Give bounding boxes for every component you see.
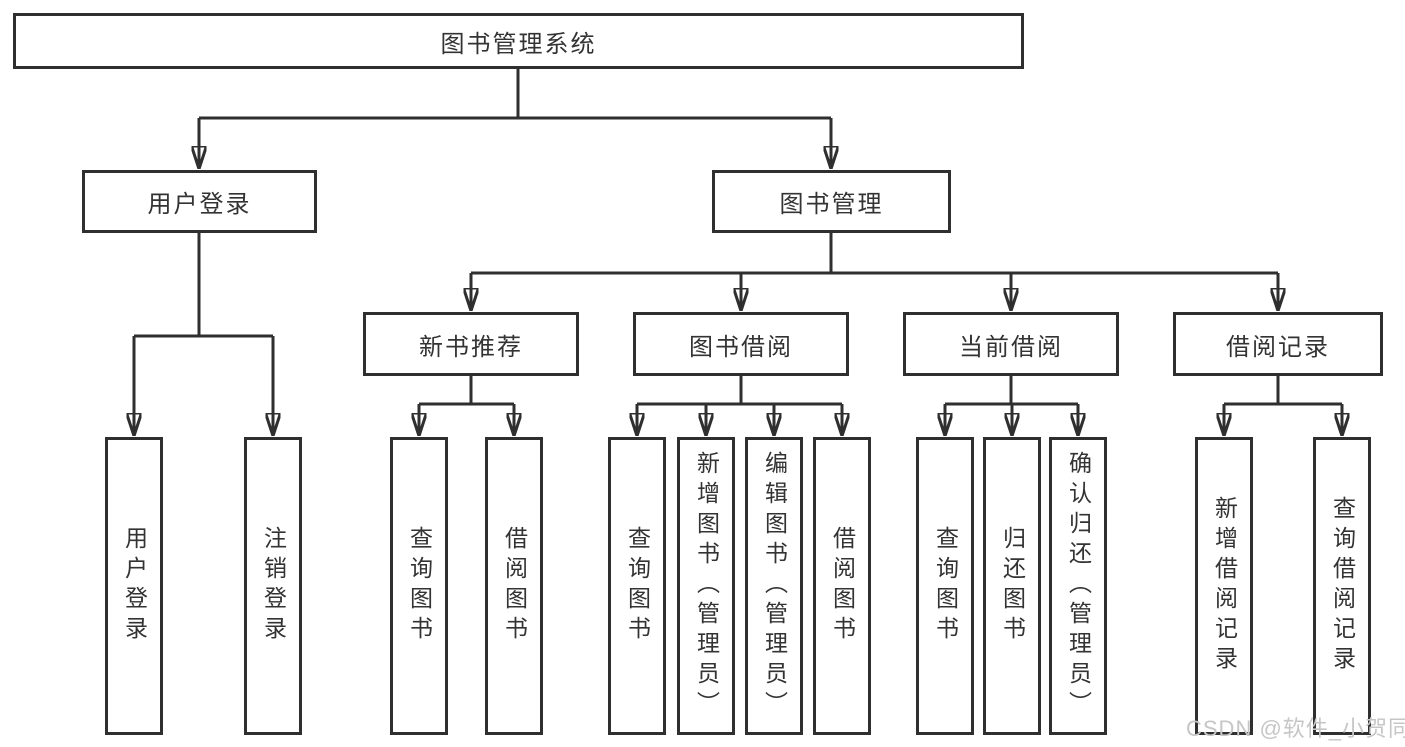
connector-root bbox=[199, 69, 831, 168]
leaf-add-borrow-record: 新增借阅记录 bbox=[1195, 437, 1253, 735]
csdn-watermark: CSDN @软件_小贺同学 bbox=[1186, 716, 1405, 741]
leaf-query-books-recommend: 查询图书 bbox=[390, 437, 448, 735]
leaf-add-books-admin-label: 新增图书（管理员） bbox=[693, 451, 720, 721]
leaf-query-borrow-record-label: 查询借阅记录 bbox=[1329, 496, 1356, 676]
leaf-query-books-borrow: 查询图书 bbox=[608, 437, 666, 735]
connector-current-borrow bbox=[945, 376, 1078, 435]
leaf-confirm-return-admin-label: 确认归还（管理员） bbox=[1065, 451, 1092, 721]
leaf-return-books: 归还图书 bbox=[983, 437, 1041, 735]
leaf-return-books-label: 归还图书 bbox=[999, 526, 1026, 646]
connector-book-borrow bbox=[637, 376, 842, 435]
leaf-user-login: 用户登录 bbox=[105, 437, 163, 735]
connector-book-management bbox=[471, 233, 1278, 310]
leaf-query-books-borrow-label: 查询图书 bbox=[624, 526, 651, 646]
node-user-login-label: 用户登录 bbox=[147, 191, 252, 218]
leaf-borrow-books-label: 借阅图书 bbox=[829, 526, 856, 646]
node-new-book-recommend: 新书推荐 bbox=[363, 312, 579, 376]
leaf-query-books-current: 查询图书 bbox=[916, 437, 974, 735]
node-new-book-recommend-label: 新书推荐 bbox=[419, 333, 523, 361]
leaf-confirm-return-admin: 确认归还（管理员） bbox=[1049, 437, 1107, 735]
leaf-add-borrow-record-label: 新增借阅记录 bbox=[1211, 496, 1238, 676]
leaf-logout: 注销登录 bbox=[244, 437, 302, 735]
node-root-label: 图书管理系统 bbox=[440, 30, 597, 58]
connector-new-book-recommend bbox=[419, 376, 514, 435]
connector-borrow-record bbox=[1224, 376, 1342, 435]
node-book-management-label: 图书管理 bbox=[779, 191, 884, 218]
node-root-system: 图书管理系统 bbox=[13, 13, 1024, 69]
node-borrow-record-label: 借阅记录 bbox=[1226, 333, 1330, 361]
node-borrow-record: 借阅记录 bbox=[1173, 312, 1383, 376]
node-current-borrow-label: 当前借阅 bbox=[959, 333, 1063, 361]
leaf-query-books-recommend-label: 查询图书 bbox=[406, 526, 433, 646]
leaf-borrow-books-recommend-label: 借阅图书 bbox=[501, 526, 528, 646]
leaf-user-login-label: 用户登录 bbox=[121, 526, 148, 646]
leaf-logout-label: 注销登录 bbox=[260, 526, 287, 646]
leaf-edit-books-admin-label: 编辑图书（管理员） bbox=[761, 451, 788, 721]
leaf-query-books-current-label: 查询图书 bbox=[932, 526, 959, 646]
leaf-add-books-admin: 新增图书（管理员） bbox=[677, 437, 735, 735]
leaf-borrow-books-recommend: 借阅图书 bbox=[485, 437, 543, 735]
connector-user-login bbox=[134, 233, 273, 435]
node-book-borrow-label: 图书借阅 bbox=[689, 333, 793, 361]
node-book-management: 图书管理 bbox=[712, 170, 951, 233]
leaf-borrow-books: 借阅图书 bbox=[813, 437, 871, 735]
node-current-borrow: 当前借阅 bbox=[903, 312, 1119, 376]
node-user-login: 用户登录 bbox=[82, 170, 317, 233]
leaf-edit-books-admin: 编辑图书（管理员） bbox=[745, 437, 803, 735]
node-book-borrow: 图书借阅 bbox=[633, 312, 849, 376]
leaf-query-borrow-record: 查询借阅记录 bbox=[1313, 437, 1371, 735]
